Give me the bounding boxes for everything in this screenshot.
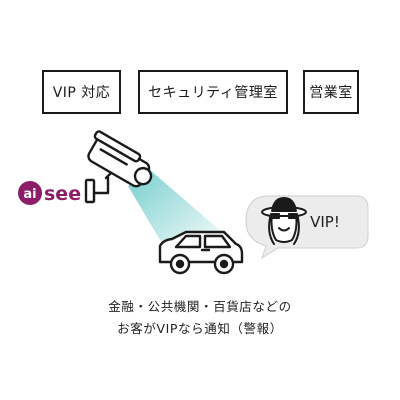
speech-bubble: VIP! [245,195,369,260]
caption-line-2: お客がVIPなら通知（警報） [117,321,283,336]
destination-box-vip: VIP 対応 [42,70,121,114]
destination-label: 営業室 [309,85,353,101]
brand-name: see [44,183,81,205]
brand-prefix: ai [23,187,36,202]
caption-line-1: 金融・公共機関・百貨店などの [108,299,292,314]
car-icon [158,230,244,275]
security-camera-icon [84,130,153,204]
camera-beam [128,170,222,250]
destination-label: セキュリティ管理室 [148,85,278,101]
aisee-logo: ai see [18,181,81,205]
destination-box-security-room: セキュリティ管理室 [138,70,288,114]
person-with-hat-icon [261,197,307,245]
speech-bubble-text: VIP! [310,213,340,231]
destination-label: VIP 対応 [52,85,111,101]
destination-box-sales-office: 営業室 [303,70,359,114]
